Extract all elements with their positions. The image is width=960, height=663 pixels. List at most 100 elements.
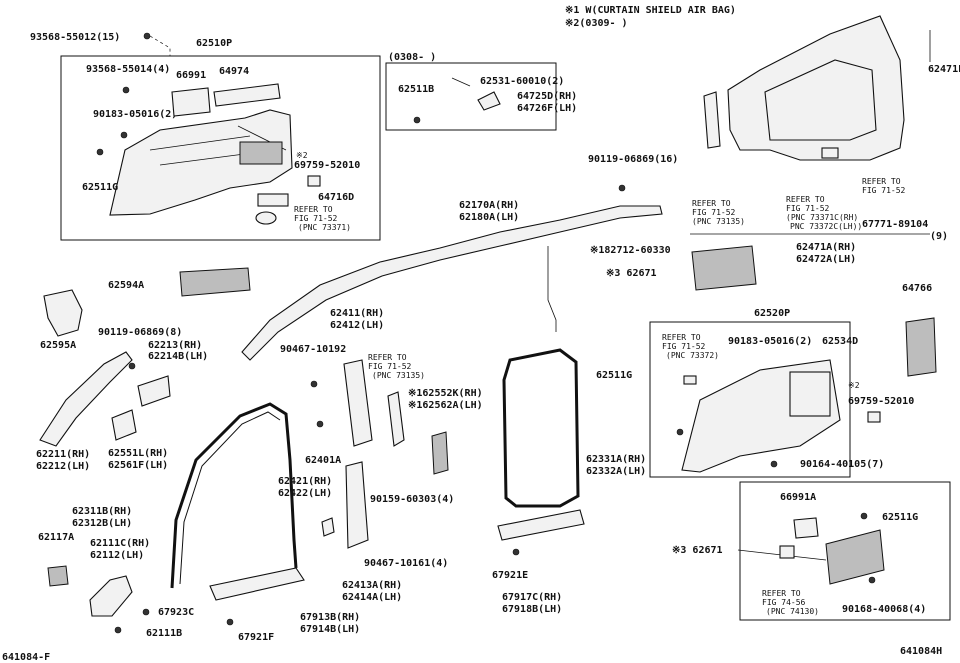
label-62671-b[interactable]: ※3 62671	[672, 545, 723, 556]
label-62472A[interactable]: 62472A(LH)	[796, 254, 856, 265]
part-62331A-weatherstrip[interactable]	[502, 348, 580, 508]
label-62411[interactable]: 62411(RH)	[330, 308, 384, 319]
part-62421-pillar-shape[interactable]	[345, 461, 369, 549]
label-64725D[interactable]: 64725D(RH)	[517, 91, 577, 102]
part-64725D-shape[interactable]	[477, 91, 501, 111]
label-93568-55012[interactable]: 93568-55012(15)	[30, 32, 120, 43]
label-62331A[interactable]: 62331A(RH)	[586, 454, 646, 465]
part-67917C-scuff-shape[interactable]	[497, 509, 585, 541]
label-67918B[interactable]: 67918B(LH)	[502, 604, 562, 615]
label-90168-40068[interactable]: 90168-40068(4)	[842, 604, 926, 615]
part-64716D-shape[interactable]	[257, 193, 289, 207]
label-62401A[interactable]: 62401A	[305, 455, 341, 466]
part-62170A-airbag-shape[interactable]	[241, 205, 663, 361]
label-182712-60330[interactable]: ※182712-60330	[590, 245, 671, 256]
label-62332A[interactable]: 62332A(LH)	[586, 466, 646, 477]
label-62412[interactable]: 62412(LH)	[330, 320, 384, 331]
label-62111C[interactable]: 62111C(RH)	[90, 538, 150, 549]
label-62112[interactable]: 62112(LH)	[90, 550, 144, 561]
clip-icon	[868, 576, 876, 584]
label-69759-52010-a[interactable]: 69759-52010	[294, 160, 360, 171]
label-62111B[interactable]: 62111B	[146, 628, 182, 639]
part-62411-pillar-shape[interactable]	[343, 359, 373, 447]
part-62671-shape[interactable]	[691, 245, 757, 291]
part-62671-b-shape[interactable]	[825, 529, 885, 585]
part-62213-shape[interactable]	[137, 375, 171, 407]
label-62421[interactable]: 62421(RH)	[278, 476, 332, 487]
label-62214B[interactable]: 62214B(LH)	[148, 351, 208, 362]
label-62422[interactable]: 62422(LH)	[278, 488, 332, 499]
label-62511G-a[interactable]: 62511G	[82, 182, 118, 193]
label-62213[interactable]: 62213(RH)	[148, 340, 202, 351]
part-62111C-shape[interactable]	[89, 575, 133, 617]
label-62511B[interactable]: 62511B	[398, 84, 434, 95]
part-64766-shape[interactable]	[905, 317, 937, 377]
label-62594A[interactable]: 62594A	[108, 280, 144, 291]
label-66991A[interactable]: 66991A	[780, 492, 816, 503]
part-62552K-shape[interactable]	[431, 431, 449, 475]
part-67913B-scuff-shape[interactable]	[209, 567, 305, 601]
clip-icon	[316, 420, 324, 428]
label-67921F[interactable]: 67921F	[238, 632, 274, 643]
label-62311B[interactable]: 62311B(RH)	[72, 506, 132, 517]
label-62414A[interactable]: 62414A(LH)	[342, 592, 402, 603]
label-62413A[interactable]: 62413A(RH)	[342, 580, 402, 591]
clip-icon	[770, 460, 778, 468]
label-62520P[interactable]: 62520P	[754, 308, 790, 319]
label-93568-55014[interactable]: 93568-55014(4)	[86, 64, 170, 75]
label-62117A[interactable]: 62117A	[38, 532, 74, 543]
label-67917C[interactable]: 67917C(RH)	[502, 592, 562, 603]
label-64766[interactable]: 64766	[902, 283, 932, 294]
label-62551L[interactable]: 62551L(RH)	[108, 448, 168, 459]
label-90119-06869-8[interactable]: 90119-06869(8)	[98, 327, 182, 338]
part-62117A-shape[interactable]	[47, 565, 69, 587]
weatherstrip-inner-line	[179, 411, 281, 585]
label-62562A[interactable]: ※162562A(LH)	[408, 400, 483, 411]
label-90159-60303[interactable]: 90159-60303(4)	[370, 494, 454, 505]
label-62471F[interactable]: 62471F	[928, 64, 960, 75]
label-67923C[interactable]: 67923C	[158, 607, 194, 618]
label-62561F[interactable]: 62561F(LH)	[108, 460, 168, 471]
label-62211[interactable]: 62211(RH)	[36, 449, 90, 460]
screw-icon	[122, 86, 130, 94]
label-62511G-b[interactable]: 62511G	[596, 370, 632, 381]
label-64716D[interactable]: 64716D	[318, 192, 354, 203]
label-62671-a[interactable]: ※3 62671	[606, 268, 657, 279]
ref-71-52-b-2: FIG 71-52	[692, 208, 736, 217]
label-62170A[interactable]: 62170A(RH)	[459, 200, 519, 211]
label-62510P[interactable]: 62510P	[196, 38, 232, 49]
part-62594A-shape[interactable]	[179, 267, 251, 297]
label-67771-89104[interactable]: 67771-89104	[862, 219, 928, 230]
part-64974-shape[interactable]	[213, 83, 281, 107]
label-90467-10161[interactable]: 90467-10161(4)	[364, 558, 448, 569]
label-90119-06869-16[interactable]: 90119-06869(16)	[588, 154, 678, 165]
label-90164-40105[interactable]: 90164-40105(7)	[800, 459, 884, 470]
part-62551L-shape[interactable]	[111, 409, 137, 441]
label-90467-10192[interactable]: 90467-10192	[280, 344, 346, 355]
label-69759-52010-b[interactable]: 69759-52010	[848, 396, 914, 407]
label-62212[interactable]: 62212(LH)	[36, 461, 90, 472]
lamp-icon	[255, 211, 277, 225]
label-62312B[interactable]: 62312B(LH)	[72, 518, 132, 529]
part-66991-shape[interactable]	[171, 87, 211, 117]
label-90183-05016-a[interactable]: 90183-05016(2)	[93, 109, 177, 120]
label-66991[interactable]: 66991	[176, 70, 206, 81]
label-64974[interactable]: 64974	[219, 66, 249, 77]
label-62595A[interactable]: 62595A	[40, 340, 76, 351]
part-62211-pillar-shape[interactable]	[39, 351, 133, 447]
label-67914B[interactable]: 67914B(LH)	[300, 624, 360, 635]
label-62534D[interactable]: 62534D	[822, 336, 858, 347]
label-67921E[interactable]: 67921E	[492, 570, 528, 581]
label-62531-60010[interactable]: 62531-60010(2)	[480, 76, 564, 87]
part-66991A-shape[interactable]	[793, 517, 819, 539]
label-62511G-c[interactable]: 62511G	[882, 512, 918, 523]
label-62471A[interactable]: 62471A(RH)	[796, 242, 856, 253]
part-62595A-shape[interactable]	[43, 289, 83, 337]
label-64726F[interactable]: 64726F(LH)	[517, 103, 577, 114]
label-90183-05016-b[interactable]: 90183-05016(2)	[728, 336, 812, 347]
label-62552K[interactable]: ※162552K(RH)	[408, 388, 483, 399]
trim-grille	[239, 141, 283, 165]
label-62180A[interactable]: 62180A(LH)	[459, 212, 519, 223]
part-62311B-weatherstrip[interactable]	[170, 402, 298, 589]
label-67913B[interactable]: 67913B(RH)	[300, 612, 360, 623]
